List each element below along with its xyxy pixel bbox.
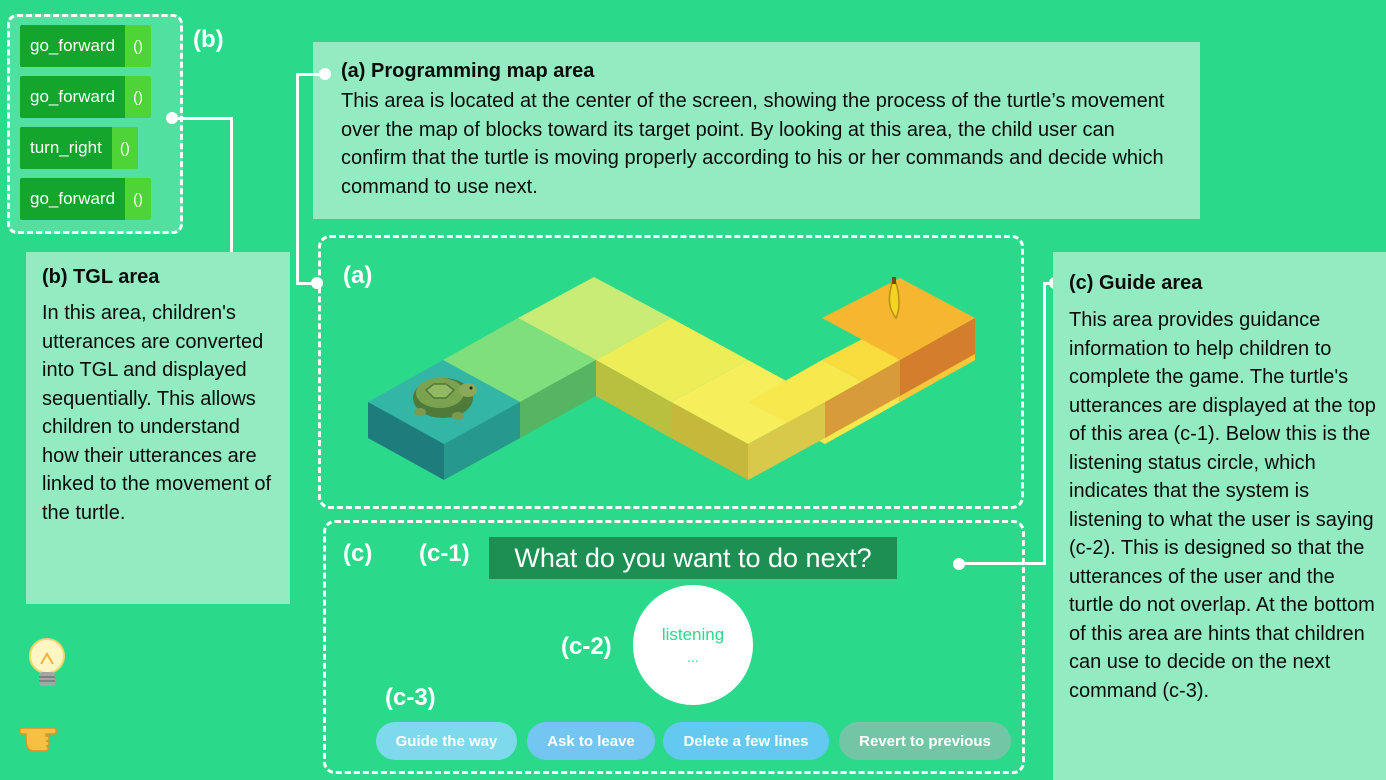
- map-tile-side: [748, 402, 825, 480]
- c2-label: (c-2): [561, 633, 612, 660]
- guide-area-marker: (c): [343, 540, 373, 567]
- map-tile-side: [520, 360, 596, 438]
- isometric-block-map: [368, 277, 975, 480]
- connector-dot: [319, 68, 331, 80]
- listening-status-text: listening: [661, 625, 725, 644]
- guide-area-callout: (c) Guide area This area provides guidan…: [1053, 252, 1386, 780]
- listening-status-circle: listening ...: [633, 585, 753, 705]
- map-tile-side: [596, 360, 671, 438]
- map-area-marker: (a): [343, 262, 373, 289]
- connector-line: [296, 282, 316, 285]
- programming-map-callout: (a) Programming map area This area is lo…: [313, 42, 1200, 219]
- banana-goal-icon: [888, 277, 900, 320]
- hint-ask-to-leave-button[interactable]: Ask to leave: [527, 722, 655, 760]
- guide-area-title: (c) Guide area: [1069, 272, 1203, 294]
- map-tile: [518, 277, 671, 360]
- tgl-block-args: (): [125, 25, 152, 67]
- tgl-block-name: turn_right: [20, 127, 112, 169]
- tgl-block-name: go_forward: [20, 76, 126, 118]
- map-tile-side: [825, 360, 900, 438]
- hint-guide-the-way-button[interactable]: Guide the way: [376, 722, 517, 760]
- tgl-block-args: (): [111, 127, 138, 169]
- map-tile-side: [900, 318, 975, 396]
- guide-area-description: This area provides guidance information …: [1069, 309, 1376, 702]
- map-tile: [748, 360, 900, 444]
- connector-dot: [166, 112, 178, 124]
- pointing-hand-icon[interactable]: [19, 714, 78, 759]
- connector-line: [172, 117, 232, 120]
- connector-line: [230, 117, 233, 277]
- tgl-block-args: (): [125, 178, 152, 220]
- tgl-block-area: go_forward () go_forward () turn_right (…: [7, 14, 183, 234]
- tgl-block-args: (): [125, 76, 152, 118]
- map-tile-side: [444, 402, 520, 480]
- map-tile: [596, 318, 748, 402]
- guide-area: [323, 520, 1025, 774]
- hint-delete-a-few-lines-button[interactable]: Delete a few lines: [663, 722, 829, 760]
- turtle-character: [413, 378, 477, 420]
- connector-line: [959, 562, 1046, 565]
- listening-status-dots: ...: [687, 649, 699, 665]
- tgl-area-callout: (b) TGL area In this area, children's ut…: [26, 252, 290, 604]
- tgl-area-description: In this area, children's utterances are …: [42, 302, 272, 524]
- connector-line: [296, 73, 326, 76]
- tgl-block-go-forward[interactable]: go_forward (): [20, 25, 152, 67]
- tgl-area-title: (b) TGL area: [42, 266, 160, 288]
- tgl-area-marker: (b): [193, 26, 224, 53]
- tgl-block-name: go_forward: [20, 178, 126, 220]
- programming-map-area: [318, 235, 1024, 509]
- tgl-block-go-forward[interactable]: go_forward (): [20, 178, 152, 220]
- tgl-block-name: go_forward: [20, 25, 126, 67]
- map-tile-side: [671, 402, 748, 480]
- tgl-block-turn-right[interactable]: turn_right (): [20, 127, 138, 169]
- programming-map-title: (a) Programming map area: [341, 60, 595, 82]
- map-tile: [443, 318, 596, 402]
- c3-label: (c-3): [385, 684, 436, 711]
- c1-label: (c-1): [419, 540, 470, 567]
- turtle-utterance: What do you want to do next?: [489, 537, 897, 579]
- tgl-block-go-forward[interactable]: go_forward (): [20, 76, 152, 118]
- lightbulb-icon[interactable]: [26, 636, 68, 697]
- programming-map-description: This area is located at the center of th…: [341, 90, 1165, 198]
- map-tile-goal: [822, 278, 975, 360]
- map-tile-side: [368, 402, 444, 480]
- hint-revert-to-previous-button[interactable]: Revert to previous: [839, 722, 1011, 760]
- connector-line: [1043, 282, 1046, 565]
- connector-line: [296, 73, 299, 285]
